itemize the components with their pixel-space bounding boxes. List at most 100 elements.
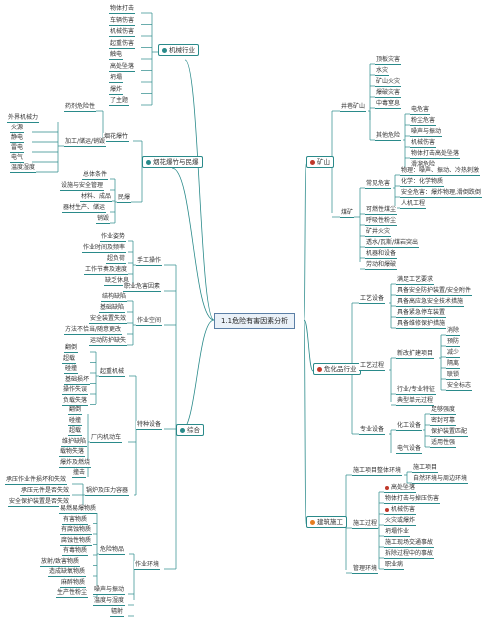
coal-item[interactable]: 呼吸性粉尘 xyxy=(365,217,398,226)
machine[interactable]: 起重机械 xyxy=(99,368,126,377)
workspace-item[interactable]: 方法不恰当/随意更改 xyxy=(64,326,123,335)
special-equip[interactable]: 专业设备 xyxy=(359,426,386,435)
civil[interactable]: 民爆 xyxy=(117,194,132,203)
fireworks-sub[interactable]: 烟花爆竹 xyxy=(103,133,130,142)
mechanical-item[interactable]: 了主题 xyxy=(109,97,130,106)
process-equip[interactable]: 工艺设备 xyxy=(359,295,386,304)
branch-construction[interactable]: 建筑施工 xyxy=(306,516,347,528)
ext-item[interactable]: 温度湿度 xyxy=(10,164,37,173)
cons-proc-item[interactable]: 物体打击与掉压伤害 xyxy=(384,495,441,504)
boiler[interactable]: 锅炉及压力容器 xyxy=(85,487,130,496)
env-item[interactable]: 辐射 xyxy=(110,608,125,617)
boiler-item[interactable]: 安全保护装置是否失效 xyxy=(8,498,71,507)
other-item[interactable]: 电危害 xyxy=(410,106,431,115)
np-item[interactable]: 隔离 xyxy=(446,360,461,369)
cons-proc-item[interactable]: 坍塌作业 xyxy=(384,528,411,537)
env-item[interactable]: 噪声与振动 xyxy=(93,586,126,595)
mechanical-item[interactable]: 起重伤害 xyxy=(109,39,136,49)
hazard-item[interactable]: 造成缺氧物质 xyxy=(48,568,87,577)
labor-item[interactable]: 超负荷 xyxy=(106,255,127,264)
civil-item[interactable]: 材料、成品 xyxy=(80,193,113,202)
ext-item[interactable]: 火源 xyxy=(10,124,25,133)
labor-item[interactable]: 作业姿势 xyxy=(100,233,127,242)
cons-mgmt[interactable]: 管理环境 xyxy=(352,565,379,574)
coal[interactable]: 煤矿 xyxy=(340,209,355,218)
cons-proc-item[interactable]: 施工现场交通事故 xyxy=(384,539,435,548)
labor[interactable]: 手工操作 xyxy=(136,257,163,266)
hazard-item[interactable]: 有毒物质 xyxy=(62,547,89,556)
cons-proc-item[interactable]: 拆除过程中的事故 xyxy=(384,550,435,559)
hazard-item[interactable]: 麻醉物质 xyxy=(60,578,87,588)
common-item[interactable]: 安全危害：爆炸物理,滑倒跌倒 xyxy=(400,189,482,198)
hazard-goods[interactable]: 危险物品 xyxy=(99,546,126,555)
machine-item[interactable]: 碰撞 xyxy=(64,365,79,374)
env-item[interactable]: 温度与湿度 xyxy=(93,597,126,606)
cons-process[interactable]: 施工过程 xyxy=(352,520,379,529)
mechanical-item[interactable]: 车辆伤害 xyxy=(109,16,136,26)
np-item[interactable]: 预防 xyxy=(446,338,461,347)
cons-proc-item[interactable]: 火灾或爆炸 xyxy=(384,517,417,526)
vehicle-item[interactable]: 超载 xyxy=(68,427,83,436)
boiler-item[interactable]: 承压元件是否失效 xyxy=(20,487,71,496)
branch-mine[interactable]: 矿山 xyxy=(306,156,334,168)
np-item[interactable]: 消除 xyxy=(446,327,461,336)
labor-item[interactable]: 工作节奏及速度 xyxy=(84,266,129,275)
cons-env-item[interactable]: 施工项目 xyxy=(412,464,439,473)
civil-item[interactable]: 器材生产、储运 xyxy=(62,204,107,213)
vehicle-item[interactable]: 爆炸及燃烧 xyxy=(59,458,92,468)
boiler-item[interactable]: 承压作业件损坏和失效 xyxy=(5,476,68,485)
ext-item[interactable]: 静电 xyxy=(10,134,25,143)
cons-env[interactable]: 施工项目整体环境 xyxy=(352,467,403,476)
labor-item[interactable]: 缺乏休息 xyxy=(104,277,131,286)
common-item[interactable]: 物理：噪声、振动、冷热刺激 xyxy=(400,167,481,176)
machine-item[interactable]: 基础损坏 xyxy=(64,375,91,385)
np-item[interactable]: 安全标志 xyxy=(446,382,473,391)
mechanical-item[interactable]: 物体打击 xyxy=(109,5,136,14)
pe-item[interactable]: 具备安全防护装置/安全附件 xyxy=(396,287,473,296)
common-danger[interactable]: 常见危害 xyxy=(365,180,392,189)
hazard-item[interactable]: 有害物质 xyxy=(62,515,89,525)
ug-item[interactable]: 中毒窒息 xyxy=(375,100,402,109)
workspace-item[interactable]: 安全装置失效 xyxy=(89,315,128,324)
ce-item[interactable]: 足够强度 xyxy=(430,406,457,415)
branch-fireworks[interactable]: 烟花爆竹与民爆 xyxy=(142,156,203,168)
branch-chemical[interactable]: 危化品行业 xyxy=(313,363,361,375)
hazard-item[interactable]: 生产性粉尘 xyxy=(56,589,89,598)
common-item[interactable]: 化学：化学物质 xyxy=(400,178,445,187)
other-item[interactable]: 物体打击高处坠落 xyxy=(410,150,461,159)
environment[interactable]: 作业环境 xyxy=(134,561,161,570)
other-item[interactable]: 机械伤害 xyxy=(410,139,437,148)
hazard-item[interactable]: 腐蚀性物质 xyxy=(60,536,93,546)
coal-item[interactable]: 透水/瓦斯/煤岩突出 xyxy=(365,239,420,248)
vehicle-item[interactable]: 翻倒 xyxy=(68,406,83,415)
mechanical-item[interactable]: 爆炸 xyxy=(109,85,124,95)
machine-item[interactable]: 超载 xyxy=(62,354,77,364)
ext-force[interactable]: 外界机械力 xyxy=(7,114,40,123)
coal-item[interactable]: 可燃性煤尘 xyxy=(365,206,398,215)
electric-equip[interactable]: 电气设备 xyxy=(396,445,423,454)
chem-equip[interactable]: 化工设备 xyxy=(396,422,423,431)
pe-item[interactable]: 具备维修保护措施 xyxy=(396,320,447,329)
civil-item[interactable]: 设施与安全管理 xyxy=(60,182,105,191)
np-item[interactable]: 联锁 xyxy=(446,371,461,380)
civil-item[interactable]: 销毁 xyxy=(96,215,111,224)
workspace-item[interactable]: 结构缺陷 xyxy=(101,293,128,302)
vehicle-item[interactable]: 载物失落 xyxy=(59,448,86,457)
ce-item[interactable]: 适用性强 xyxy=(430,439,457,448)
ug-item[interactable]: 水灾 xyxy=(375,67,390,76)
ce-item[interactable]: 密封可靠 xyxy=(430,417,457,426)
mechanical-item[interactable]: 机械伤害 xyxy=(109,28,136,37)
pe-item[interactable]: 具备高应急安全技术措施 xyxy=(396,298,465,307)
vehicle-item[interactable]: 撞击 xyxy=(72,469,87,478)
occ[interactable]: 职业危害因素 xyxy=(123,283,162,292)
labor-item[interactable]: 作业时间及频率 xyxy=(82,244,127,253)
workspace-item[interactable]: 基础缺陷 xyxy=(99,304,126,313)
vehicle-item[interactable]: 维护缺陷 xyxy=(61,437,88,447)
new-project[interactable]: 新改扩建项目 xyxy=(396,350,435,359)
cons-proc-item[interactable]: 机械伤害 xyxy=(384,506,417,515)
underground[interactable]: 井巷矿山 xyxy=(340,103,367,112)
machine-item[interactable]: 负载失落 xyxy=(62,396,89,406)
mechanical-item[interactable]: 高处坠落 xyxy=(109,62,136,72)
mechanical-item[interactable]: 触电 xyxy=(109,51,124,60)
cons-proc-item[interactable]: 高处坠落 xyxy=(384,484,417,493)
